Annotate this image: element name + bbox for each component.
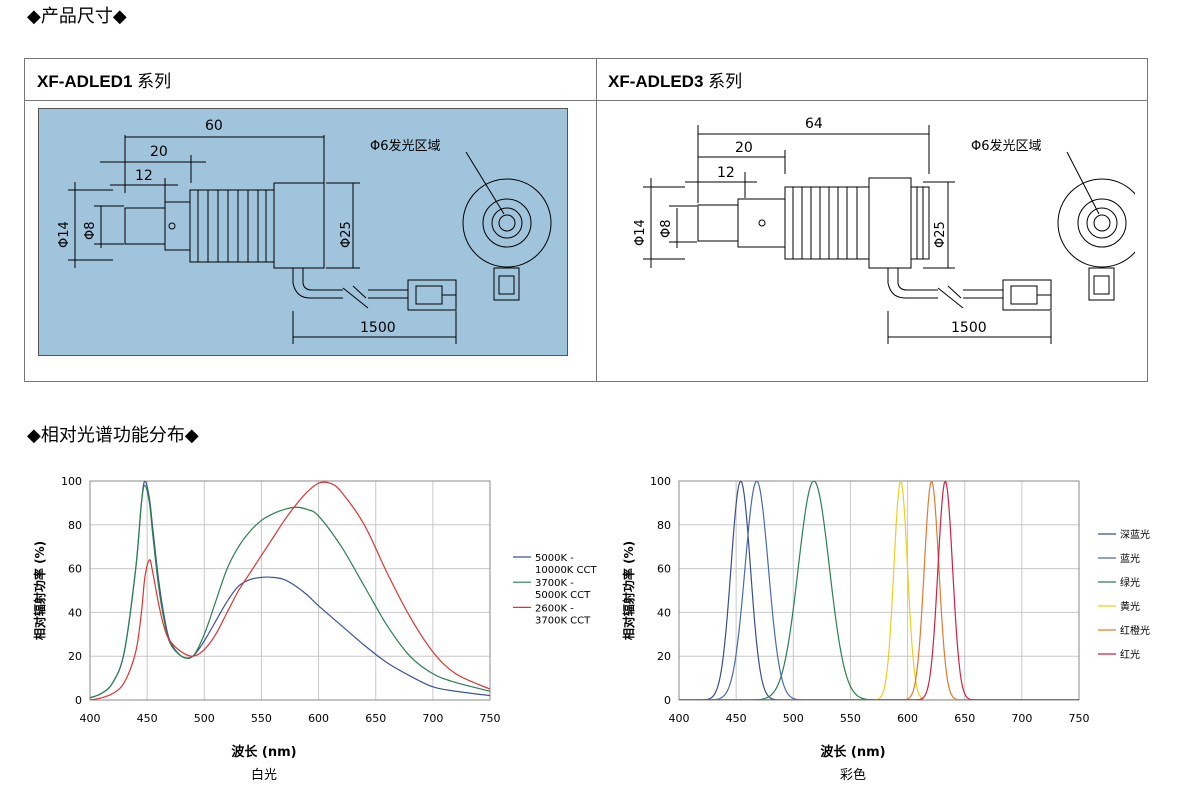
y-axis-label: 相对辐射功率 (%) [621,541,636,640]
y-tick-label: 80 [657,519,671,532]
y-tick-label: 40 [68,606,82,619]
x-tick-label: 650 [365,712,386,725]
x-tick-label: 450 [137,712,158,725]
y-tick-label: 100 [61,475,82,488]
series-line [679,481,1079,700]
series-line [679,481,1079,700]
x-tick-label: 750 [1069,712,1090,725]
dim-dia-inner: Φ8 [659,219,674,238]
plot-frame [89,480,491,701]
x-tick-label: 750 [480,712,501,725]
dim-emit-area: Φ6发光区域 [370,138,441,154]
series-suffix: 系列 [703,72,743,91]
y-tick-label: 20 [68,650,82,663]
drawing-adled3: 64 20 12 Φ14 Φ8 Φ25 1500 Φ6发光区域 [633,116,1135,344]
chart-white-light: 400 450 500 550 600 650 700 750 0 20 40 60 80 100 波长 (… [32,475,598,783]
header-adled3: XF-ADLED3 系列 [608,67,742,92]
series-line [679,481,1079,700]
legend-label: 红橙光 [1120,624,1150,637]
dimension-table: XF-ADLED1 系列 XF-ADLED3 系列 [24,58,1148,382]
dim-length-mid: 20 [735,140,753,156]
legend-label: 绿光 [1120,576,1140,589]
dim-dia-outer: Φ14 [633,219,648,246]
series-suffix: 系列 [132,72,172,91]
dim-length-short: 12 [717,165,735,181]
x-tick-label: 550 [251,712,272,725]
legend-label: 5000K -10000K CCT [535,553,598,576]
chart-title: 彩色 [840,767,866,783]
header-adled1: XF-ADLED1 系列 [37,67,171,92]
y-tick-label: 60 [68,563,82,576]
x-tick-label: 550 [840,712,861,725]
x-tick-label: 400 [669,712,690,725]
y-tick-label: 20 [657,650,671,663]
series-line [679,481,1079,700]
x-tick-label: 500 [783,712,804,725]
dim-length-mid: 20 [150,144,168,160]
legend-label: 3700K -5000K CCT [535,578,591,601]
legend-label: 黄光 [1120,600,1140,613]
model-name: XF-ADLED1 [37,72,133,91]
y-tick-label: 0 [75,694,82,707]
section-title-dimensions: ◆产品尺寸◆ [27,6,127,27]
grid [678,480,1080,701]
y-tick-label: 80 [68,519,82,532]
series-line [679,481,1079,700]
dim-length-total: 60 [205,118,223,134]
series-line [679,481,1079,700]
y-tick-label: 0 [664,694,671,707]
drawing-adled1: 60 20 12 Φ14 Φ8 Φ25 1500 Φ6发光区域 [38,108,568,356]
grid [89,480,491,701]
y-tick-label: 100 [650,475,671,488]
legend-label: 深蓝光 [1120,528,1150,541]
dim-length-short: 12 [135,168,153,184]
x-tick-label: 450 [726,712,747,725]
series-line [90,481,490,700]
x-tick-label: 600 [308,712,329,725]
table-header-row [25,59,1147,101]
x-tick-label: 500 [194,712,215,725]
x-tick-label: 700 [422,712,443,725]
model-name: XF-ADLED3 [608,72,704,91]
x-tick-label: 650 [954,712,975,725]
y-tick-label: 60 [657,563,671,576]
legend-label: 红光 [1120,648,1140,661]
x-axis-label: 波长 (nm) [820,744,885,760]
dim-length-total: 64 [805,116,823,132]
y-axis-label: 相对辐射功率 (%) [32,541,47,640]
drawing-background [38,108,568,356]
section-title-spectrum: ◆相对光谱功能分布◆ [27,425,199,446]
legend-label: 蓝光 [1120,552,1140,565]
dim-cable-length: 1500 [360,320,396,336]
dim-dia-body: Φ25 [339,221,354,248]
dim-dia-body: Φ25 [933,221,948,248]
series-line [90,481,490,699]
y-tick-label: 40 [657,606,671,619]
dim-dia-outer: Φ14 [57,221,72,248]
series-line [90,484,490,699]
plot-frame [678,480,1080,701]
x-axis-label: 波长 (nm) [231,744,296,760]
x-tick-label: 400 [80,712,101,725]
dim-cable-length: 1500 [951,320,987,336]
dim-dia-inner: Φ8 [83,221,98,240]
chart-color-light: 400 450 500 550 600 650 700 750 0 20 40 60 80 100 波长 (… [621,475,1150,783]
chart-title: 白光 [251,767,277,783]
table-column-divider [596,59,597,381]
x-tick-label: 600 [897,712,918,725]
x-tick-label: 700 [1011,712,1032,725]
legend-label: 2600K -3700K CCT [535,603,591,626]
dim-emit-area: Φ6发光区域 [971,138,1042,154]
